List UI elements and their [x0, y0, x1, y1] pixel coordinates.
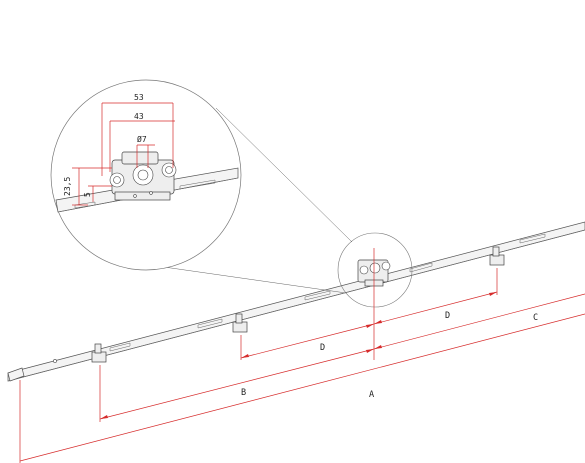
locking-pin-middle: [232, 313, 248, 333]
dim-label-5: 5: [83, 192, 92, 197]
locking-pin-left: [91, 343, 107, 363]
detail-circle-small: [337, 232, 413, 308]
dim-label-d-left: D: [320, 343, 325, 353]
main-dimension-lines: [19, 248, 585, 463]
dim-label-23-5: 23,5: [63, 177, 72, 196]
dim-label-43: 43: [134, 112, 144, 121]
dim-label-c: C: [533, 313, 538, 323]
locking-pin-right: [489, 246, 505, 266]
zoom-dimension-lines: [72, 102, 175, 206]
dim-label-a: A: [369, 390, 374, 400]
dim-label-d7: Ø7: [137, 134, 147, 144]
dim-label-b: B: [241, 388, 246, 398]
detail-circle-large: [50, 79, 242, 271]
dim-label-d-right: D: [445, 311, 450, 321]
dim-label-53: 53: [134, 93, 144, 102]
